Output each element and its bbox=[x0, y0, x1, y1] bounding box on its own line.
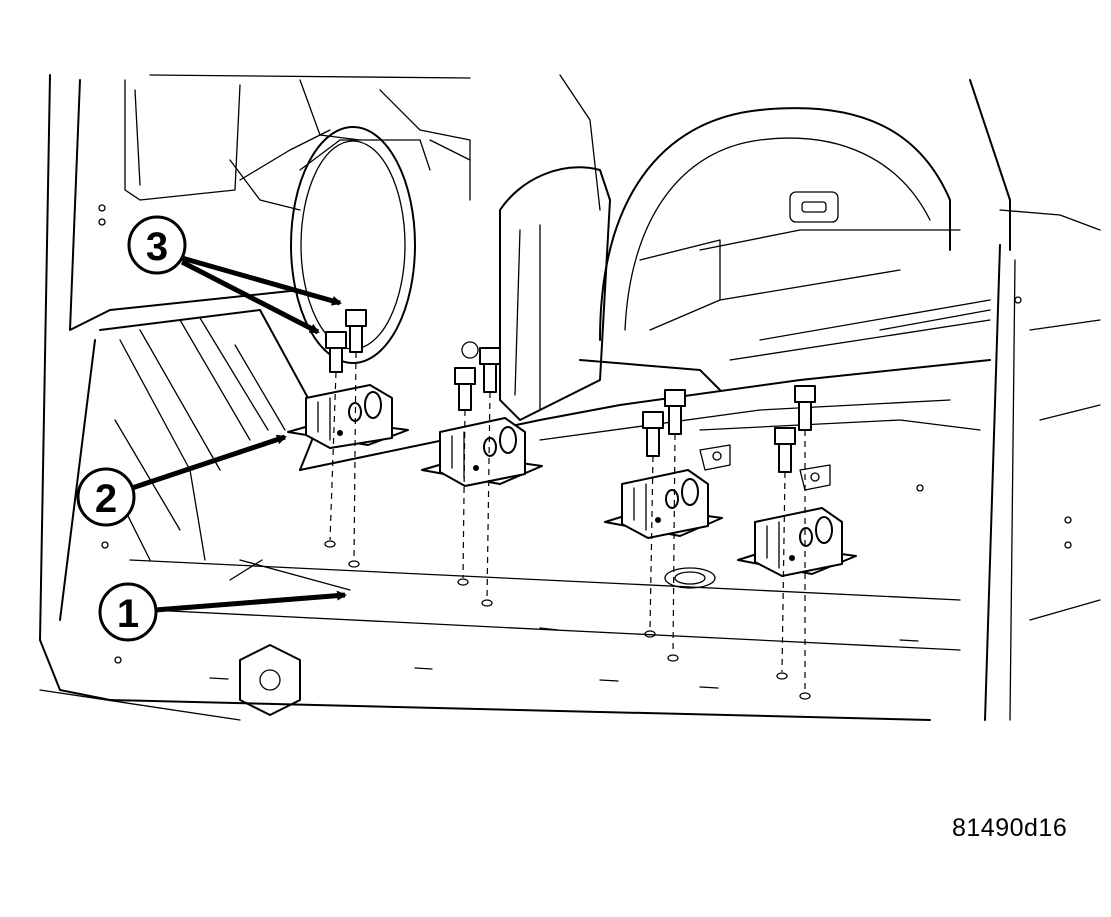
mount-bracket-1 bbox=[287, 384, 409, 449]
figure-id-label: 81490d16 bbox=[952, 814, 1068, 842]
bolt bbox=[454, 367, 476, 411]
leader-arrow bbox=[154, 590, 347, 613]
body-structure bbox=[39, 74, 1101, 721]
callout-number: 2 bbox=[95, 477, 117, 521]
mount-bracket-2 bbox=[421, 417, 543, 487]
callout-1: 1 bbox=[98, 582, 347, 642]
leader-arrow bbox=[180, 259, 320, 335]
bolt bbox=[794, 385, 816, 431]
bolt bbox=[664, 389, 686, 435]
callout-number: 1 bbox=[117, 592, 139, 636]
bolt-set bbox=[325, 309, 816, 473]
callout-number: 3 bbox=[146, 225, 168, 269]
mount-bracket-4 bbox=[737, 507, 857, 577]
install-lines bbox=[324, 351, 811, 700]
bolt bbox=[345, 309, 367, 353]
callout-circle bbox=[98, 582, 158, 642]
callout-3: 3 bbox=[127, 215, 342, 335]
leader-arrow bbox=[131, 434, 287, 491]
leader-arrow bbox=[181, 255, 342, 306]
callout-circle bbox=[127, 215, 187, 275]
mount-bracket-3 bbox=[604, 469, 723, 539]
callout-2: 2 bbox=[76, 434, 287, 527]
callout-circle bbox=[76, 467, 136, 527]
bolt bbox=[774, 427, 796, 473]
bolt bbox=[325, 331, 347, 373]
bolt bbox=[479, 347, 501, 393]
bolt bbox=[642, 411, 664, 457]
